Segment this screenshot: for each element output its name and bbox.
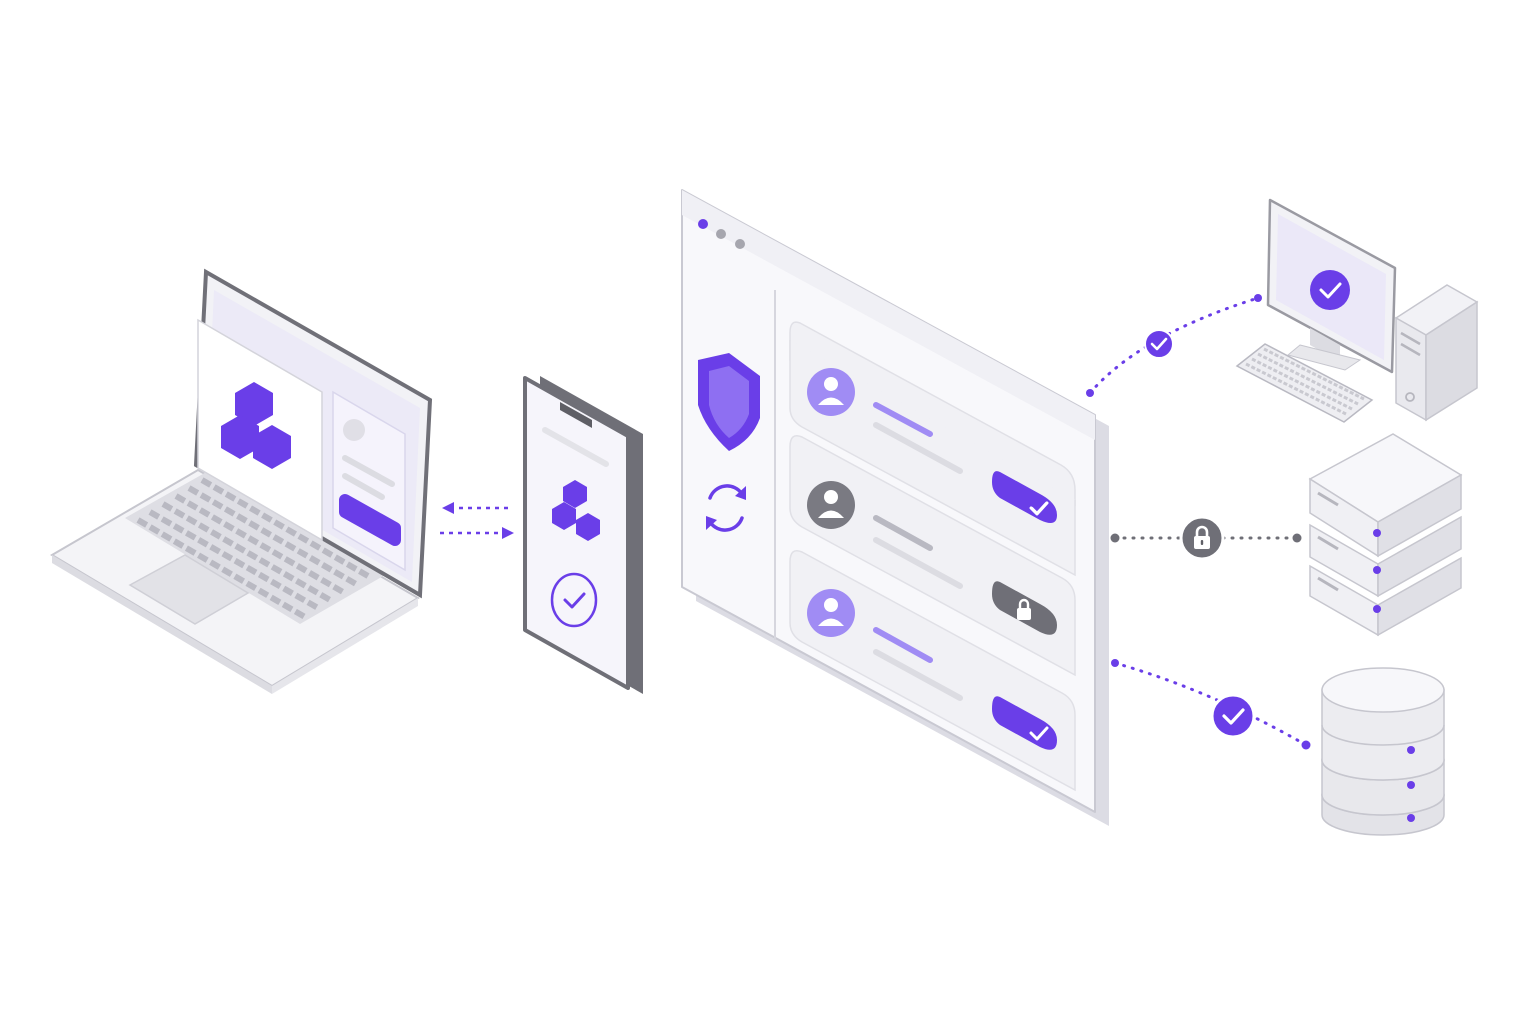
- laptop-login-button: [339, 494, 401, 546]
- status-dot: [1407, 746, 1415, 754]
- check-badge: [1144, 329, 1174, 359]
- status-dot: [1373, 605, 1381, 613]
- lock-icon: [1017, 598, 1031, 620]
- status-dot: [1407, 781, 1415, 789]
- sync-icon[interactable]: [706, 484, 746, 532]
- status-dot: [1373, 566, 1381, 574]
- laptop-app-card: [197, 318, 323, 542]
- status-dot: [1407, 814, 1415, 822]
- list-item[interactable]: [789, 550, 1076, 792]
- laptop-phone-sync-arrows: [440, 502, 514, 539]
- shield-icon: [698, 353, 760, 451]
- locked-button[interactable]: [992, 581, 1057, 635]
- avatar: [807, 589, 855, 637]
- window-dot[interactable]: [716, 229, 726, 239]
- check-icon: [1029, 726, 1049, 741]
- avatar: [343, 419, 365, 441]
- desktop-computer: [1235, 198, 1479, 423]
- laptop: [50, 268, 433, 694]
- connector-desktop: [1086, 294, 1262, 397]
- dashboard-titlebar: [682, 190, 1095, 440]
- phone: [523, 376, 643, 694]
- window-close-dot[interactable]: [698, 219, 708, 229]
- database: [1321, 667, 1445, 836]
- check-icon: [1029, 501, 1049, 516]
- check-circle-icon: [1310, 270, 1350, 310]
- connector-server: [1110, 515, 1302, 561]
- list-item[interactable]: [992, 696, 1057, 750]
- check-badge: [1210, 693, 1256, 739]
- laptop-keyboard: [125, 470, 385, 624]
- server-stack: [1308, 433, 1463, 637]
- connector-database: [1111, 659, 1311, 750]
- list-item[interactable]: [789, 435, 1076, 677]
- avatar: [807, 368, 855, 416]
- status-dot: [1373, 529, 1381, 537]
- check-icon: [1222, 708, 1245, 725]
- dashboard-window: [681, 189, 1109, 826]
- avatar: [807, 481, 855, 529]
- laptop-trackpad: [128, 554, 250, 625]
- list-item[interactable]: [789, 321, 1076, 577]
- window-dot[interactable]: [735, 239, 745, 249]
- check-circle-icon: [550, 572, 598, 628]
- check-icon: [1150, 337, 1168, 351]
